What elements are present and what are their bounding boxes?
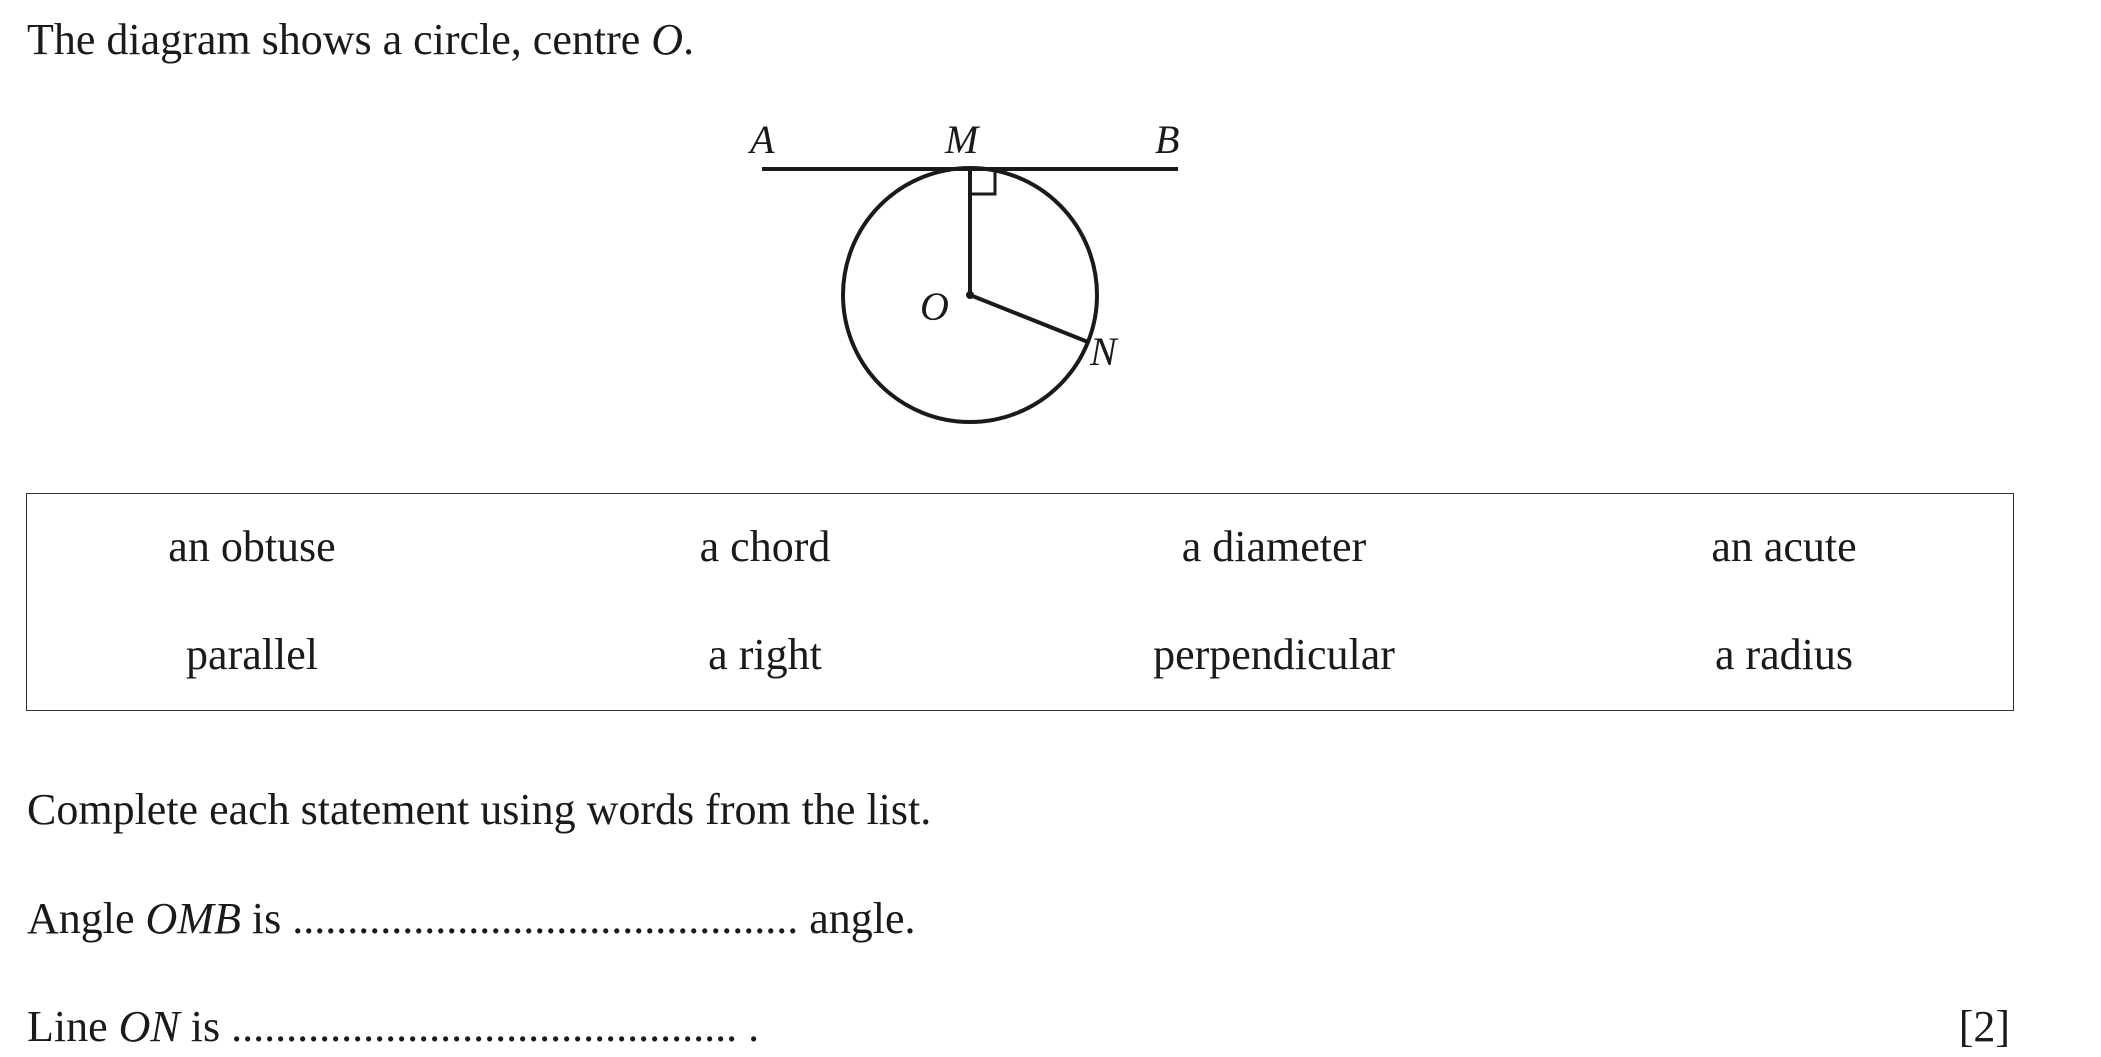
radius-on	[969, 293, 1089, 344]
statement-line-on: Line ON is .............................…	[27, 1005, 759, 1049]
statement-prefix: Line	[27, 1002, 119, 1051]
statement-mid: is	[179, 1002, 232, 1051]
word-option: a chord	[699, 522, 831, 571]
intro-end: .	[683, 15, 695, 64]
answer-blank[interactable]: ........................................…	[292, 894, 799, 943]
centre-point	[966, 291, 974, 299]
intro-text: The diagram shows a circle, centre	[27, 15, 652, 64]
word-option: parallel	[186, 630, 318, 679]
word-list-box: an obtuse a chord a diameter an acute pa…	[26, 493, 2014, 711]
statement-suffix: angle.	[798, 894, 916, 943]
question-intro: The diagram shows a circle, centre O.	[27, 18, 694, 62]
label-m: M	[944, 117, 981, 162]
answer-blank[interactable]: ........................................…	[231, 1002, 738, 1051]
statement-angle-omb: Angle OMB is ...........................…	[27, 897, 916, 941]
word-option: an obtuse	[168, 522, 336, 571]
label-a: A	[747, 117, 775, 162]
right-angle-marker	[970, 169, 997, 196]
marks-indicator: [2]	[1958, 1002, 2010, 1051]
word-option: a diameter	[1181, 522, 1367, 571]
circle-diagram: A M B O N	[747, 117, 1179, 424]
statement-variable: ON	[118, 1002, 180, 1051]
statement-mid: is	[240, 894, 293, 943]
label-n: N	[1089, 329, 1119, 374]
word-option: a right	[708, 630, 822, 679]
statement-prefix: Angle	[27, 894, 146, 943]
circle	[841, 166, 1099, 424]
label-o: O	[920, 284, 949, 329]
statement-suffix: .	[737, 1002, 760, 1051]
statement-variable: OMB	[145, 894, 241, 943]
word-option: a radius	[1714, 630, 1854, 679]
word-option: perpendicular	[1153, 630, 1395, 679]
centre-label: O	[651, 15, 684, 64]
instruction-text: Complete each statement using words from…	[27, 785, 932, 834]
label-b: B	[1155, 117, 1179, 162]
word-option: an acute	[1711, 522, 1857, 571]
